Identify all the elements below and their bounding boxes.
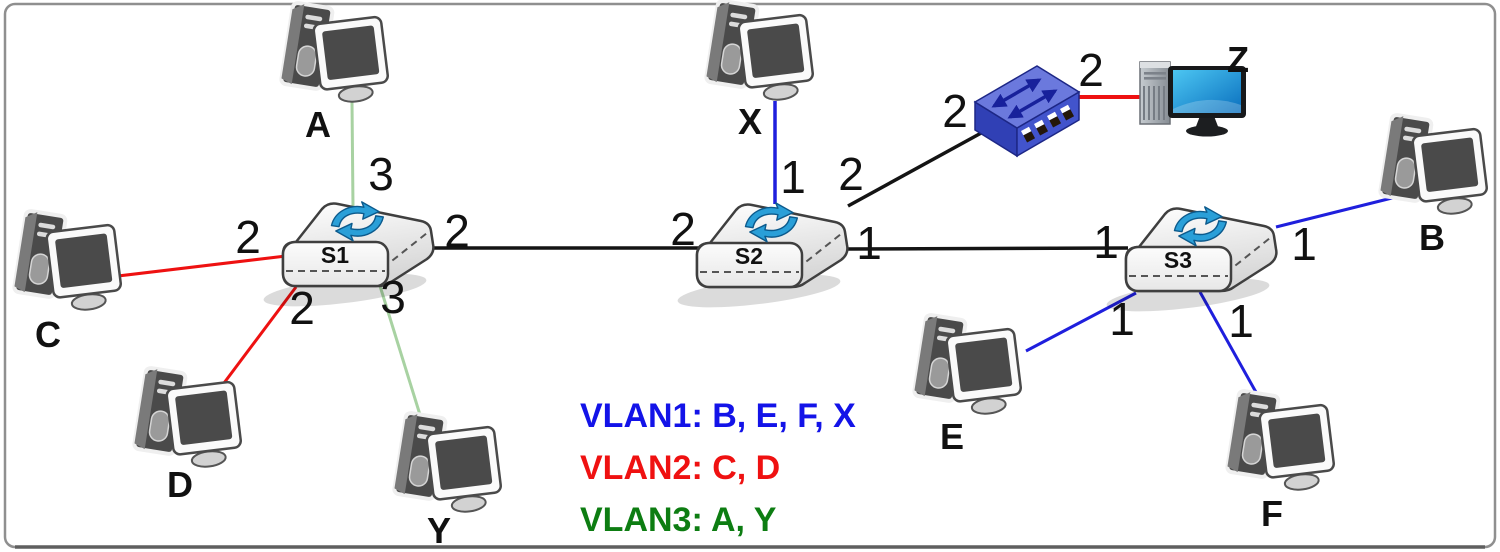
host-C-label: C	[35, 314, 61, 355]
host-F-label: F	[1261, 493, 1283, 534]
vlan-legend: VLAN1: B, E, F, X VLAN2: C, D VLAN3: A, …	[580, 397, 856, 539]
hub-ports	[1021, 104, 1075, 143]
link-S2-hub	[847, 130, 984, 208]
link-Y-S1	[378, 285, 423, 419]
switch-S3-label: S3	[1164, 247, 1192, 273]
legend-vlan3: VLAN3: A, Y	[580, 501, 777, 539]
hub-icon	[973, 65, 1081, 158]
z-monitor-screen	[1173, 70, 1241, 113]
hub-arrows-icon	[991, 78, 1058, 119]
port-label-S1-D: 2	[289, 282, 315, 334]
switch-S2-label: S2	[735, 243, 763, 269]
port-label-S3-E: 1	[1109, 293, 1135, 345]
link-A-S1	[350, 101, 355, 208]
switch-S1: S1	[260, 200, 435, 315]
port-label-S2-trunk-left: 2	[670, 203, 696, 255]
host-A-label: A	[305, 104, 331, 145]
port-label-S2-S3-left: 1	[856, 217, 882, 269]
host-Z-icon	[1139, 61, 1246, 137]
link-B-S3	[1275, 195, 1397, 229]
port-label-S1-C: 2	[235, 211, 261, 263]
port-label-S2-hub: 2	[838, 148, 864, 200]
port-label-S2-S3-right: 1	[1093, 216, 1119, 268]
host-E-label: E	[940, 416, 964, 457]
legend-vlan2: VLAN2: C, D	[580, 449, 780, 487]
port-label-S1-A: 3	[368, 148, 394, 200]
port-label-S3-F: 1	[1228, 295, 1254, 347]
port-label-S1-Y: 3	[380, 271, 406, 323]
host-Z-label: Z	[1227, 39, 1249, 80]
legend-vlan1: VLAN1: B, E, F, X	[580, 397, 856, 435]
switch-S2: S2	[674, 201, 849, 316]
port-label-hub-Z: 2	[1078, 44, 1104, 96]
link-C-S1	[117, 254, 287, 278]
link-F-S3	[1198, 291, 1259, 395]
host-X-label: X	[738, 101, 762, 142]
port-label-hub-left: 2	[942, 85, 968, 137]
switch-S3: S3	[1103, 205, 1278, 320]
host-D-label: D	[167, 464, 193, 505]
z-tower-grille	[1143, 86, 1165, 120]
link-S2-S3-trunk	[844, 246, 1129, 251]
port-label-S2-X: 1	[780, 151, 806, 203]
switch-S1-label: S1	[321, 242, 349, 268]
port-label-S1-trunk: 2	[444, 205, 470, 257]
port-label-S3-B: 1	[1291, 218, 1317, 270]
host-Y-label: Y	[427, 510, 451, 551]
host-B-label: B	[1419, 217, 1445, 258]
links-layer	[117, 95, 1397, 419]
